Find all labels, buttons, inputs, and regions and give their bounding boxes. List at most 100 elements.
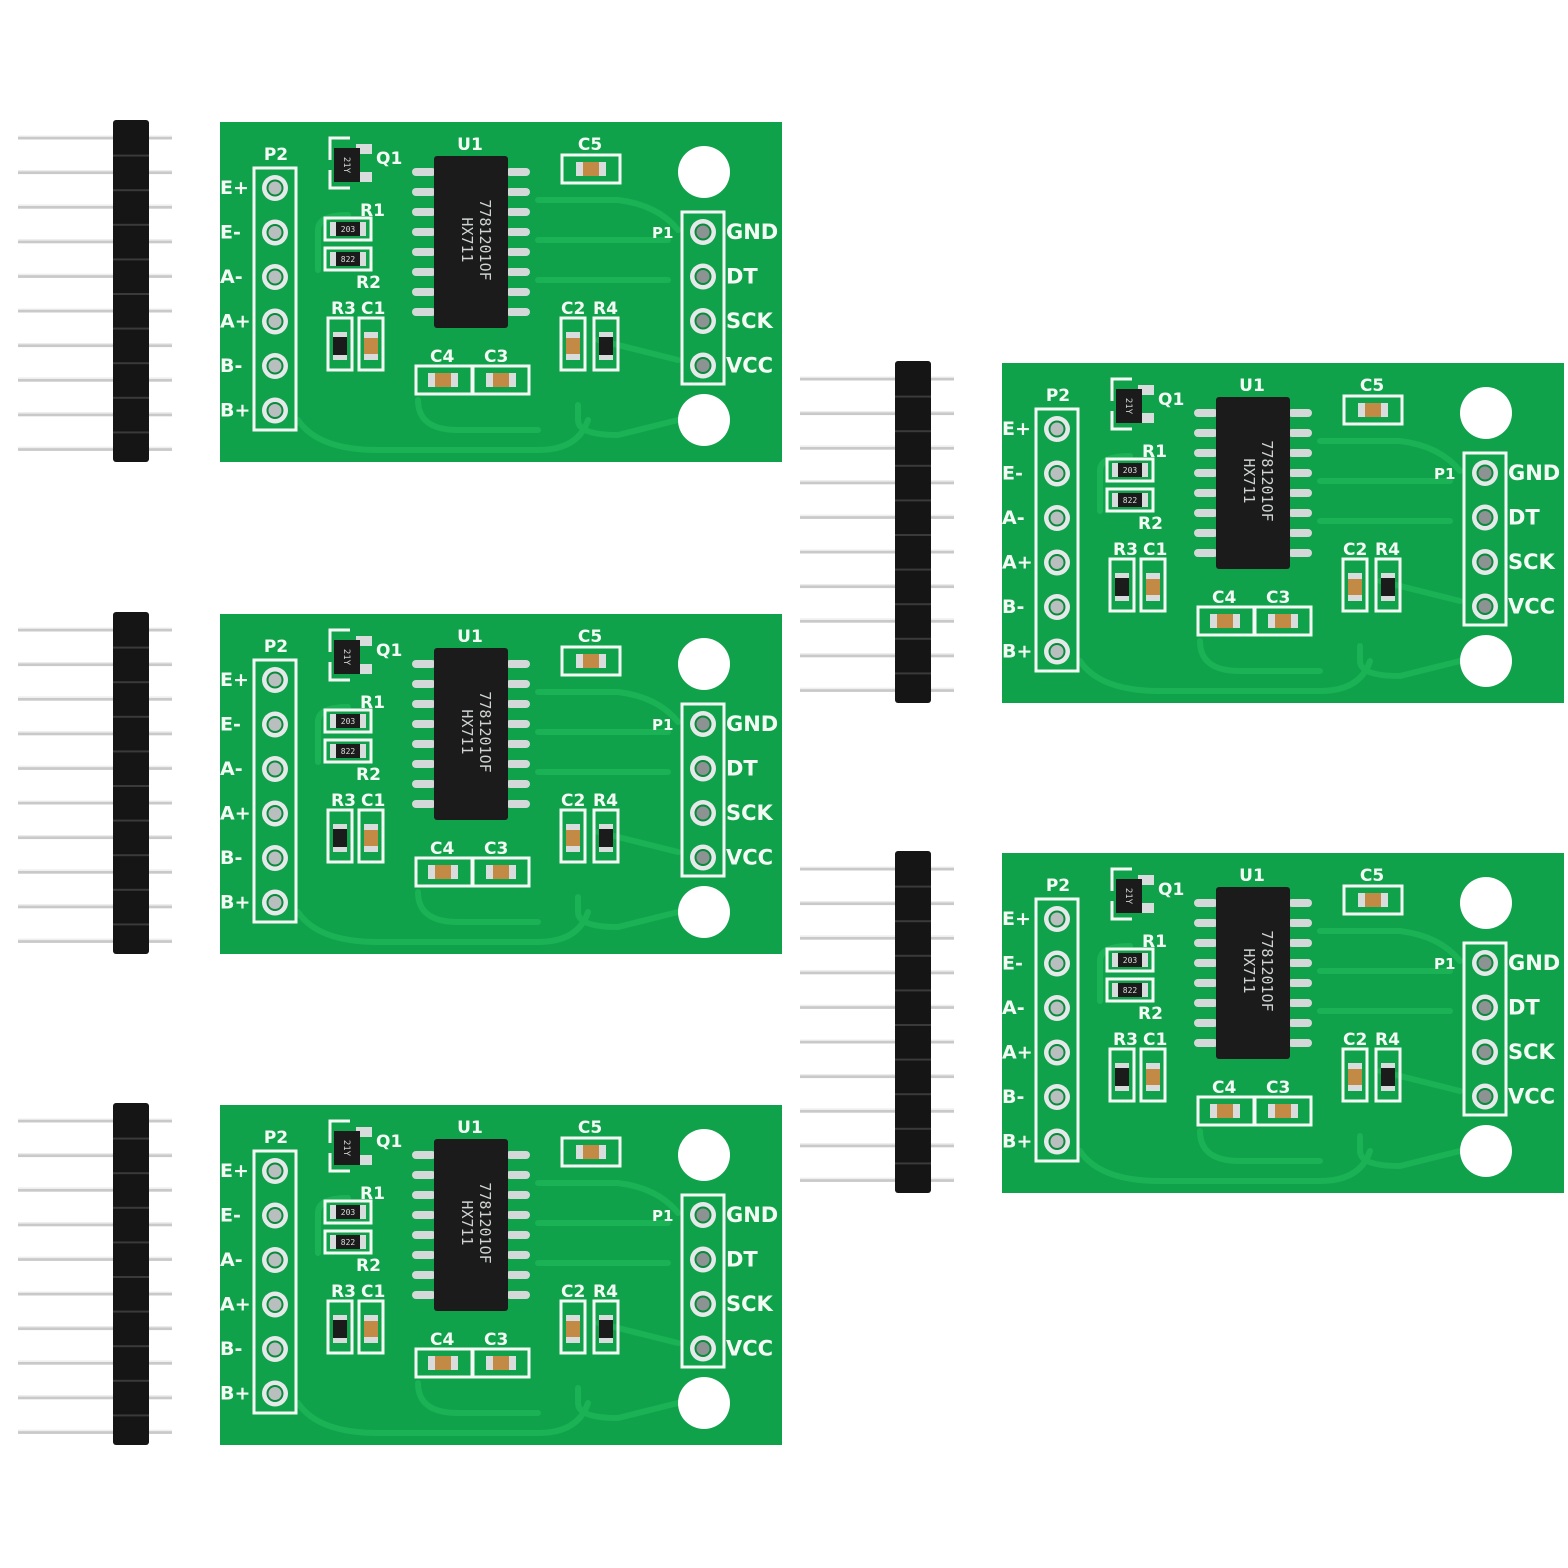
header-pin: [800, 901, 954, 906]
label-r2: R2: [1138, 514, 1163, 534]
capacitor-c4: [428, 865, 458, 879]
pin-label-left: B-: [1002, 1086, 1024, 1108]
q1-transistor: 21Y: [334, 636, 372, 674]
label-r1: R1: [360, 201, 385, 221]
pin-label-right: VCC: [1508, 1085, 1555, 1109]
resistor-r4: [1381, 1063, 1395, 1091]
pin-label-right: DT: [726, 265, 758, 289]
capacitor-c2: [1348, 1063, 1362, 1091]
header-pin: [800, 1143, 954, 1148]
capacitor-c5: [1358, 893, 1388, 907]
capacitor-c5: [576, 162, 606, 176]
pin-label-left: B-: [220, 355, 242, 377]
mounting-hole: [1460, 1125, 1512, 1177]
pin-label-left: B-: [220, 847, 242, 869]
label-c1: C1: [361, 299, 385, 319]
pin-label-left: E+: [1002, 908, 1031, 930]
header-pin: [800, 1039, 954, 1044]
r1-code: 203: [1123, 956, 1138, 965]
resistor-r2: 822: [330, 744, 366, 758]
r1-code: 203: [341, 225, 356, 234]
resistor-r1: 203: [1112, 953, 1148, 967]
label-p2: P2: [1046, 386, 1070, 406]
mounting-hole: [678, 146, 730, 198]
hx711-module-graphic: HX711 7781201OF 21Y 203 822: [800, 361, 1564, 703]
header-pin: [18, 904, 172, 909]
chip-marking-1: HX711: [458, 1200, 476, 1245]
resistor-r2: 822: [1112, 493, 1148, 507]
chip-marking-2: 7781201OF: [476, 1182, 494, 1263]
pin-header: [18, 1103, 172, 1445]
label-c2: C2: [561, 791, 585, 811]
p1-outline: [680, 1193, 726, 1369]
mounting-hole: [678, 1129, 730, 1181]
capacitor-c1: [364, 1315, 378, 1343]
label-r2: R2: [356, 765, 381, 785]
label-p1: P1: [652, 224, 673, 242]
r2-code: 822: [1123, 496, 1138, 505]
q1-code: 21Y: [1123, 398, 1133, 415]
p2-outline: [252, 658, 298, 924]
hx711-chip: HX711 7781201OF: [412, 648, 530, 820]
label-c1: C1: [1143, 540, 1167, 560]
capacitor-c1: [364, 332, 378, 360]
p1-outline: [680, 702, 726, 878]
label-r3: R3: [1113, 1030, 1138, 1050]
hx711-chip: HX711 7781201OF: [1194, 887, 1312, 1059]
capacitor-c5: [576, 654, 606, 668]
label-q1: Q1: [1158, 390, 1184, 410]
label-r3: R3: [331, 1282, 356, 1302]
chip-marking-1: HX711: [1240, 458, 1258, 503]
p2-outline: [252, 1149, 298, 1415]
q1-transistor: 21Y: [334, 144, 372, 182]
label-c2: C2: [561, 299, 585, 319]
capacitor-c3: [1268, 614, 1298, 628]
label-c5: C5: [578, 135, 602, 155]
label-r1: R1: [360, 693, 385, 713]
q1-transistor: 21Y: [334, 1127, 372, 1165]
label-c3: C3: [1266, 588, 1290, 608]
pin-label-right: SCK: [726, 801, 774, 825]
pin-header-body: [113, 120, 149, 462]
capacitor-c2: [566, 1315, 580, 1343]
pin-label-right: VCC: [726, 354, 773, 378]
chip-marking-1: HX711: [458, 709, 476, 754]
chip-marking-2: 7781201OF: [1258, 440, 1276, 521]
resistor-r3: [333, 332, 347, 360]
label-p2: P2: [264, 1128, 288, 1148]
r1-code: 203: [341, 1208, 356, 1217]
p1-outline: [1462, 451, 1508, 627]
header-pin: [18, 800, 172, 805]
header-pin: [800, 584, 954, 589]
label-c3: C3: [484, 839, 508, 859]
label-r3: R3: [331, 791, 356, 811]
label-r2: R2: [356, 273, 381, 293]
resistor-r3: [333, 1315, 347, 1343]
label-q1: Q1: [376, 641, 402, 661]
resistor-r4: [599, 1315, 613, 1343]
q1-code: 21Y: [341, 1140, 351, 1157]
label-c2: C2: [561, 1282, 585, 1302]
header-pin: [18, 308, 172, 313]
header-pin: [18, 135, 172, 140]
mounting-hole: [678, 638, 730, 690]
pin-label-left: E+: [1002, 418, 1031, 440]
pin-label-right: GND: [726, 712, 778, 736]
label-p1: P1: [1434, 955, 1455, 973]
label-c1: C1: [361, 1282, 385, 1302]
label-r2: R2: [356, 1256, 381, 1276]
pin-label-right: GND: [1508, 461, 1560, 485]
resistor-r1: 203: [330, 714, 366, 728]
header-pin: [800, 970, 954, 975]
p1-outline: [680, 210, 726, 386]
pin-label-left: E-: [220, 1205, 241, 1227]
board-4: HX711 7781201OF 21Y 203 822: [800, 361, 1568, 721]
header-pin: [800, 1177, 954, 1182]
pin-label-left: A+: [1002, 1042, 1033, 1064]
label-r4: R4: [1375, 1030, 1400, 1050]
mounting-hole: [678, 1377, 730, 1429]
pin-label-left: E-: [1002, 953, 1023, 975]
pin-label-left: A-: [1002, 997, 1025, 1019]
label-p1: P1: [1434, 465, 1455, 483]
pin-header-body: [113, 612, 149, 954]
